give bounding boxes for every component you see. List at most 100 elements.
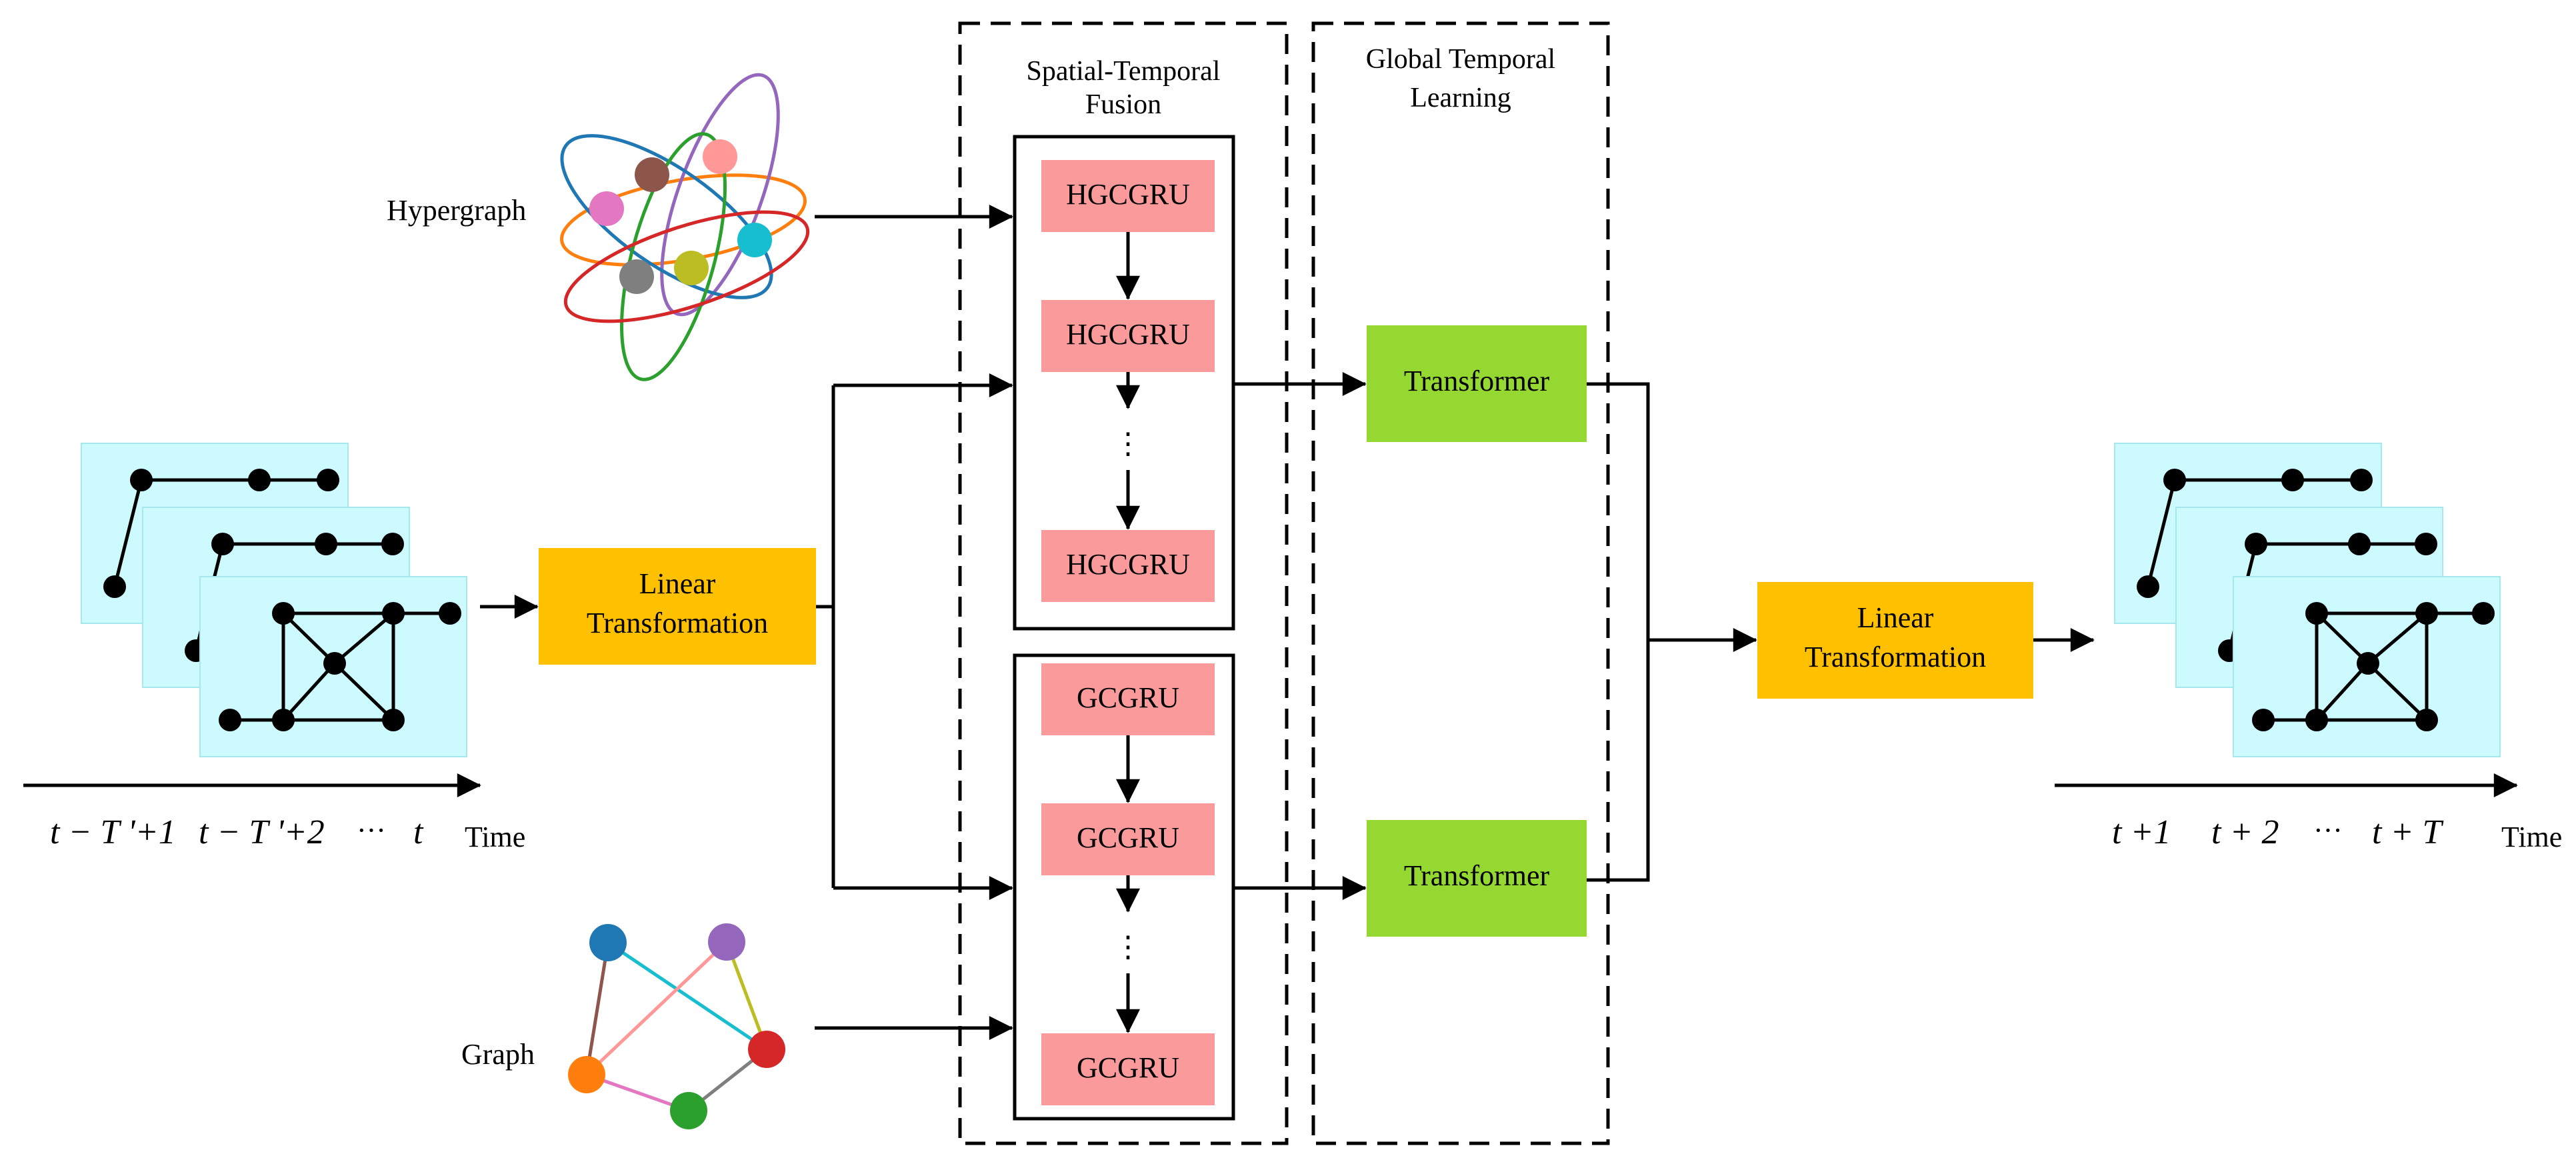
output-graph-1-node-1 xyxy=(2281,469,2304,491)
spatial-temporal-fusion-title-line1: Spatial-Temporal xyxy=(1027,56,1221,87)
gcgru-ellipsis: ⋮ xyxy=(1113,931,1143,963)
input-graph-3-edge-5 xyxy=(282,612,336,665)
linear-transformation-output-line2: Transformation xyxy=(1805,641,1986,673)
output-time-label-4: t + T xyxy=(2372,813,2444,851)
output-graph-1-node-0 xyxy=(2163,469,2186,491)
gcgru-unit-2-box xyxy=(1041,803,1215,875)
hgcgru-unit-1-box xyxy=(1041,160,1215,232)
output-graph-3-node-2 xyxy=(2472,602,2495,625)
graph-label: Graph xyxy=(461,1038,535,1071)
spatial-temporal-fusion-frame xyxy=(958,21,1289,1145)
linear-transformation-output-line1: Linear xyxy=(1857,601,1934,634)
input-graph-2-node-1 xyxy=(315,533,337,555)
input-graph-1-node-0 xyxy=(130,469,153,491)
hyperedge-5 xyxy=(563,210,810,323)
hgcgru-unit-1-label: HGCGRU xyxy=(1066,178,1190,211)
input-graph-3-edge-8 xyxy=(333,662,395,721)
output-graph-3-node-6 xyxy=(2252,709,2275,731)
hypergraph-node-6 xyxy=(674,251,709,285)
hypergraph-label: Hypergraph xyxy=(387,194,526,227)
output-time-label-2: t + 2 xyxy=(2211,813,2279,851)
input-graph-3-edge-6 xyxy=(333,612,395,665)
output-time-label-3: ··· xyxy=(2313,814,2343,847)
output-graph-3-card xyxy=(2233,576,2501,757)
linear-transformation-output-box xyxy=(1757,582,2033,699)
graph-node-2 xyxy=(708,923,745,961)
input-graph-3-node-0 xyxy=(272,602,295,625)
output-graph-3-node-4 xyxy=(2305,709,2328,731)
output-graph-3-edge-8 xyxy=(2367,662,2428,721)
global-temporal-learning-title-line1: Global Temporal xyxy=(1366,44,1555,75)
output-graph-3-edge-7 xyxy=(2315,662,2369,721)
input-time-label-4: t xyxy=(413,813,424,851)
global-temporal-learning-title-line2: Learning xyxy=(1410,83,1511,113)
linear-split-connector xyxy=(816,385,835,888)
input-time-label-2: t − T '+2 xyxy=(199,813,325,851)
hgcgru-unit-2-box xyxy=(1041,300,1215,372)
graph-edge-4 xyxy=(725,941,769,1050)
linear-transformation-input-line1: Linear xyxy=(639,567,716,600)
hypergraph-illustration xyxy=(560,73,810,381)
output-graph-3-node-5 xyxy=(2415,709,2438,731)
hgcgru-ellipsis: ⋮ xyxy=(1113,427,1143,460)
gcgru-unit-1-box xyxy=(1041,663,1215,735)
gcgru-unit-n-label: GCGRU xyxy=(1077,1051,1179,1084)
output-graph-3-node-3 xyxy=(2357,652,2379,675)
gcgru-unit-2-label: GCGRU xyxy=(1077,821,1179,854)
transformer-top-box xyxy=(1367,325,1587,442)
hgcgru-unit-n-box xyxy=(1041,530,1215,602)
input-graph-2-node-2 xyxy=(381,533,404,555)
global-temporal-learning-frame xyxy=(1311,21,1610,1145)
graph-edge-2 xyxy=(585,942,610,1075)
input-graph-1-node-3 xyxy=(103,575,126,598)
output-graph-2-node-0 xyxy=(2245,533,2267,555)
hypergraph-node-3 xyxy=(589,191,624,226)
output-graph-1-edge-2 xyxy=(2146,479,2177,587)
linear-transformation-input-box xyxy=(539,548,816,665)
transformer-bottom-label: Transformer xyxy=(1404,859,1550,892)
input-graph-3-card xyxy=(199,576,467,757)
input-time-label-3: ··· xyxy=(357,814,386,847)
input-graph-3-node-2 xyxy=(439,602,461,625)
input-graph-3-node-5 xyxy=(382,709,405,731)
transformer-top-label: Transformer xyxy=(1404,365,1550,397)
hypergraph-node-5 xyxy=(619,259,654,294)
gcgru-unit-n-box xyxy=(1041,1033,1215,1105)
linear-transformation-input-line2: Transformation xyxy=(587,607,768,639)
input-time-label-1: t − T '+1 xyxy=(50,813,176,851)
hyperedge-2 xyxy=(660,73,780,317)
output-graph-3-edge-6 xyxy=(2367,612,2428,665)
transformer-bottom-box xyxy=(1367,820,1587,937)
input-graph-1-node-1 xyxy=(248,469,271,491)
output-graph-stack xyxy=(2114,443,2501,757)
hypergraph-node-1 xyxy=(635,157,669,192)
hgcgru-unit-2-label: HGCGRU xyxy=(1066,318,1190,351)
output-graph-2-node-2 xyxy=(2415,533,2437,555)
graph-node-5 xyxy=(670,1092,707,1129)
graph-edge-3 xyxy=(585,941,728,1076)
output-graph-2-node-1 xyxy=(2348,533,2371,555)
gcgru-unit-1-label: GCGRU xyxy=(1077,681,1179,714)
hyperedge-3 xyxy=(560,134,773,299)
output-time-axis-label: Time xyxy=(2501,821,2562,853)
graph-edge-1 xyxy=(607,941,768,1051)
hypergraph-node-4 xyxy=(737,223,772,257)
output-time-label-1: t +1 xyxy=(2112,813,2171,851)
graph-node-3 xyxy=(748,1031,785,1068)
output-graph-3-edge-5 xyxy=(2315,612,2369,665)
input-graph-1-edge-2 xyxy=(113,479,143,587)
input-graph-3-node-1 xyxy=(382,602,405,625)
output-graph-1-node-2 xyxy=(2350,469,2373,491)
transformer-merge-connector xyxy=(1587,382,1650,882)
graph-illustration xyxy=(568,923,785,1129)
output-graph-3-node-0 xyxy=(2305,602,2328,625)
input-graph-1-node-2 xyxy=(317,469,339,491)
input-graph-3-edge-7 xyxy=(282,662,336,721)
input-graph-3-node-3 xyxy=(323,652,346,675)
hypergraph-node-2 xyxy=(703,139,737,174)
output-graph-3-node-1 xyxy=(2415,602,2438,625)
input-graph-2-node-0 xyxy=(211,533,234,555)
input-graph-3-node-6 xyxy=(219,709,241,731)
input-graph-3-node-4 xyxy=(272,709,295,731)
